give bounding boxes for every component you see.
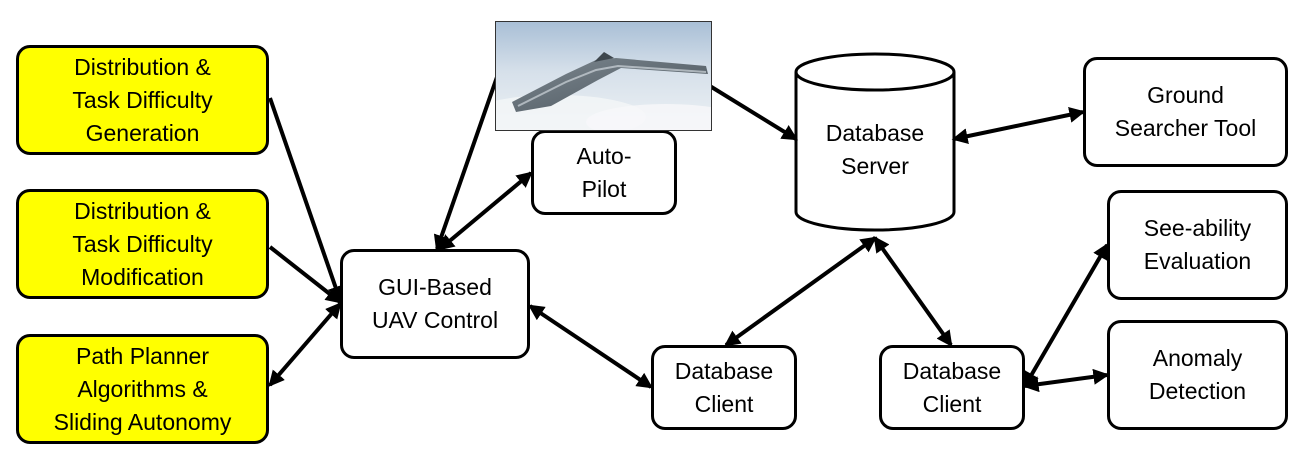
ground-searcher-line-1: Ground xyxy=(1147,82,1224,108)
flying-wing-uav-icon xyxy=(496,22,711,130)
gui-control-line-1: GUI-Based xyxy=(378,274,492,300)
see-ability-line-2: Evaluation xyxy=(1143,248,1252,274)
database-client-left-box: Database Client xyxy=(651,345,797,430)
arrow-client-right-see-ability xyxy=(1023,242,1109,389)
path-planner-line-3: Sliding Autonomy xyxy=(53,408,232,435)
anomaly-detection-line-1: Anomaly xyxy=(1152,345,1243,371)
gui-control-line-2: UAV Control xyxy=(371,307,499,333)
ground-searcher-tool-box: Ground Searcher Tool xyxy=(1083,57,1288,167)
distribution-modification-line-1: Distribution & xyxy=(74,197,211,224)
distribution-generation-line-2: Task Difficulty xyxy=(72,86,213,113)
see-ability-evaluation-box: See-ability Evaluation xyxy=(1107,190,1288,300)
database-server-label: Database Server xyxy=(795,117,955,183)
database-client-right-line-2: Client xyxy=(922,390,982,417)
distribution-generation-line-1: Distribution & xyxy=(74,53,211,80)
anomaly-detection-line-2: Detection xyxy=(1148,378,1247,404)
uav-photo xyxy=(495,21,712,131)
anomaly-detection-box: Anomaly Detection xyxy=(1107,320,1288,430)
distribution-generation-box: Distribution & Task Difficulty Generatio… xyxy=(16,45,269,155)
arrow-client-right-anomaly xyxy=(1022,368,1110,393)
arrow-gui-autopilot xyxy=(438,171,533,251)
distribution-modification-line-2: Task Difficulty xyxy=(72,230,213,257)
distribution-modification-box: Distribution & Task Difficulty Modificat… xyxy=(16,189,269,299)
arrow-gui-client-left xyxy=(528,304,653,389)
database-client-left-line-2: Client xyxy=(694,390,754,417)
arrow-modification-to-gui xyxy=(268,245,342,304)
database-client-right-box: Database Client xyxy=(879,345,1025,430)
auto-pilot-line-1: Auto- xyxy=(576,142,632,169)
distribution-modification-line-3: Modification xyxy=(81,263,204,290)
path-planner-box: Path Planner Algorithms & Sliding Autono… xyxy=(16,334,269,444)
arrow-photo-to-server xyxy=(703,81,799,141)
see-ability-line-1: See-ability xyxy=(1143,215,1252,241)
auto-pilot-box: Auto- Pilot xyxy=(531,130,677,215)
database-client-right-line-1: Database xyxy=(902,357,1002,384)
path-planner-line-1: Path Planner xyxy=(76,342,209,369)
auto-pilot-line-2: Pilot xyxy=(581,175,627,202)
database-server-line-2: Server xyxy=(841,153,909,179)
arrow-generation-to-gui xyxy=(268,97,344,303)
ground-searcher-line-2: Searcher Tool xyxy=(1114,115,1257,141)
distribution-generation-line-3: Generation xyxy=(85,119,200,146)
arrow-gui-path-planner xyxy=(268,302,342,387)
arrow-server-ground-searcher xyxy=(951,106,1086,145)
database-server-line-1: Database xyxy=(825,120,925,146)
database-server-cylinder xyxy=(794,52,956,232)
path-planner-line-2: Algorithms & xyxy=(77,375,208,402)
arrow-server-client-right xyxy=(873,236,953,347)
arrow-client-left-server xyxy=(724,236,877,347)
arrow-photo-to-gui xyxy=(433,76,499,252)
gui-uav-control-box: GUI-Based UAV Control xyxy=(340,249,530,359)
database-client-left-line-1: Database xyxy=(674,357,774,384)
